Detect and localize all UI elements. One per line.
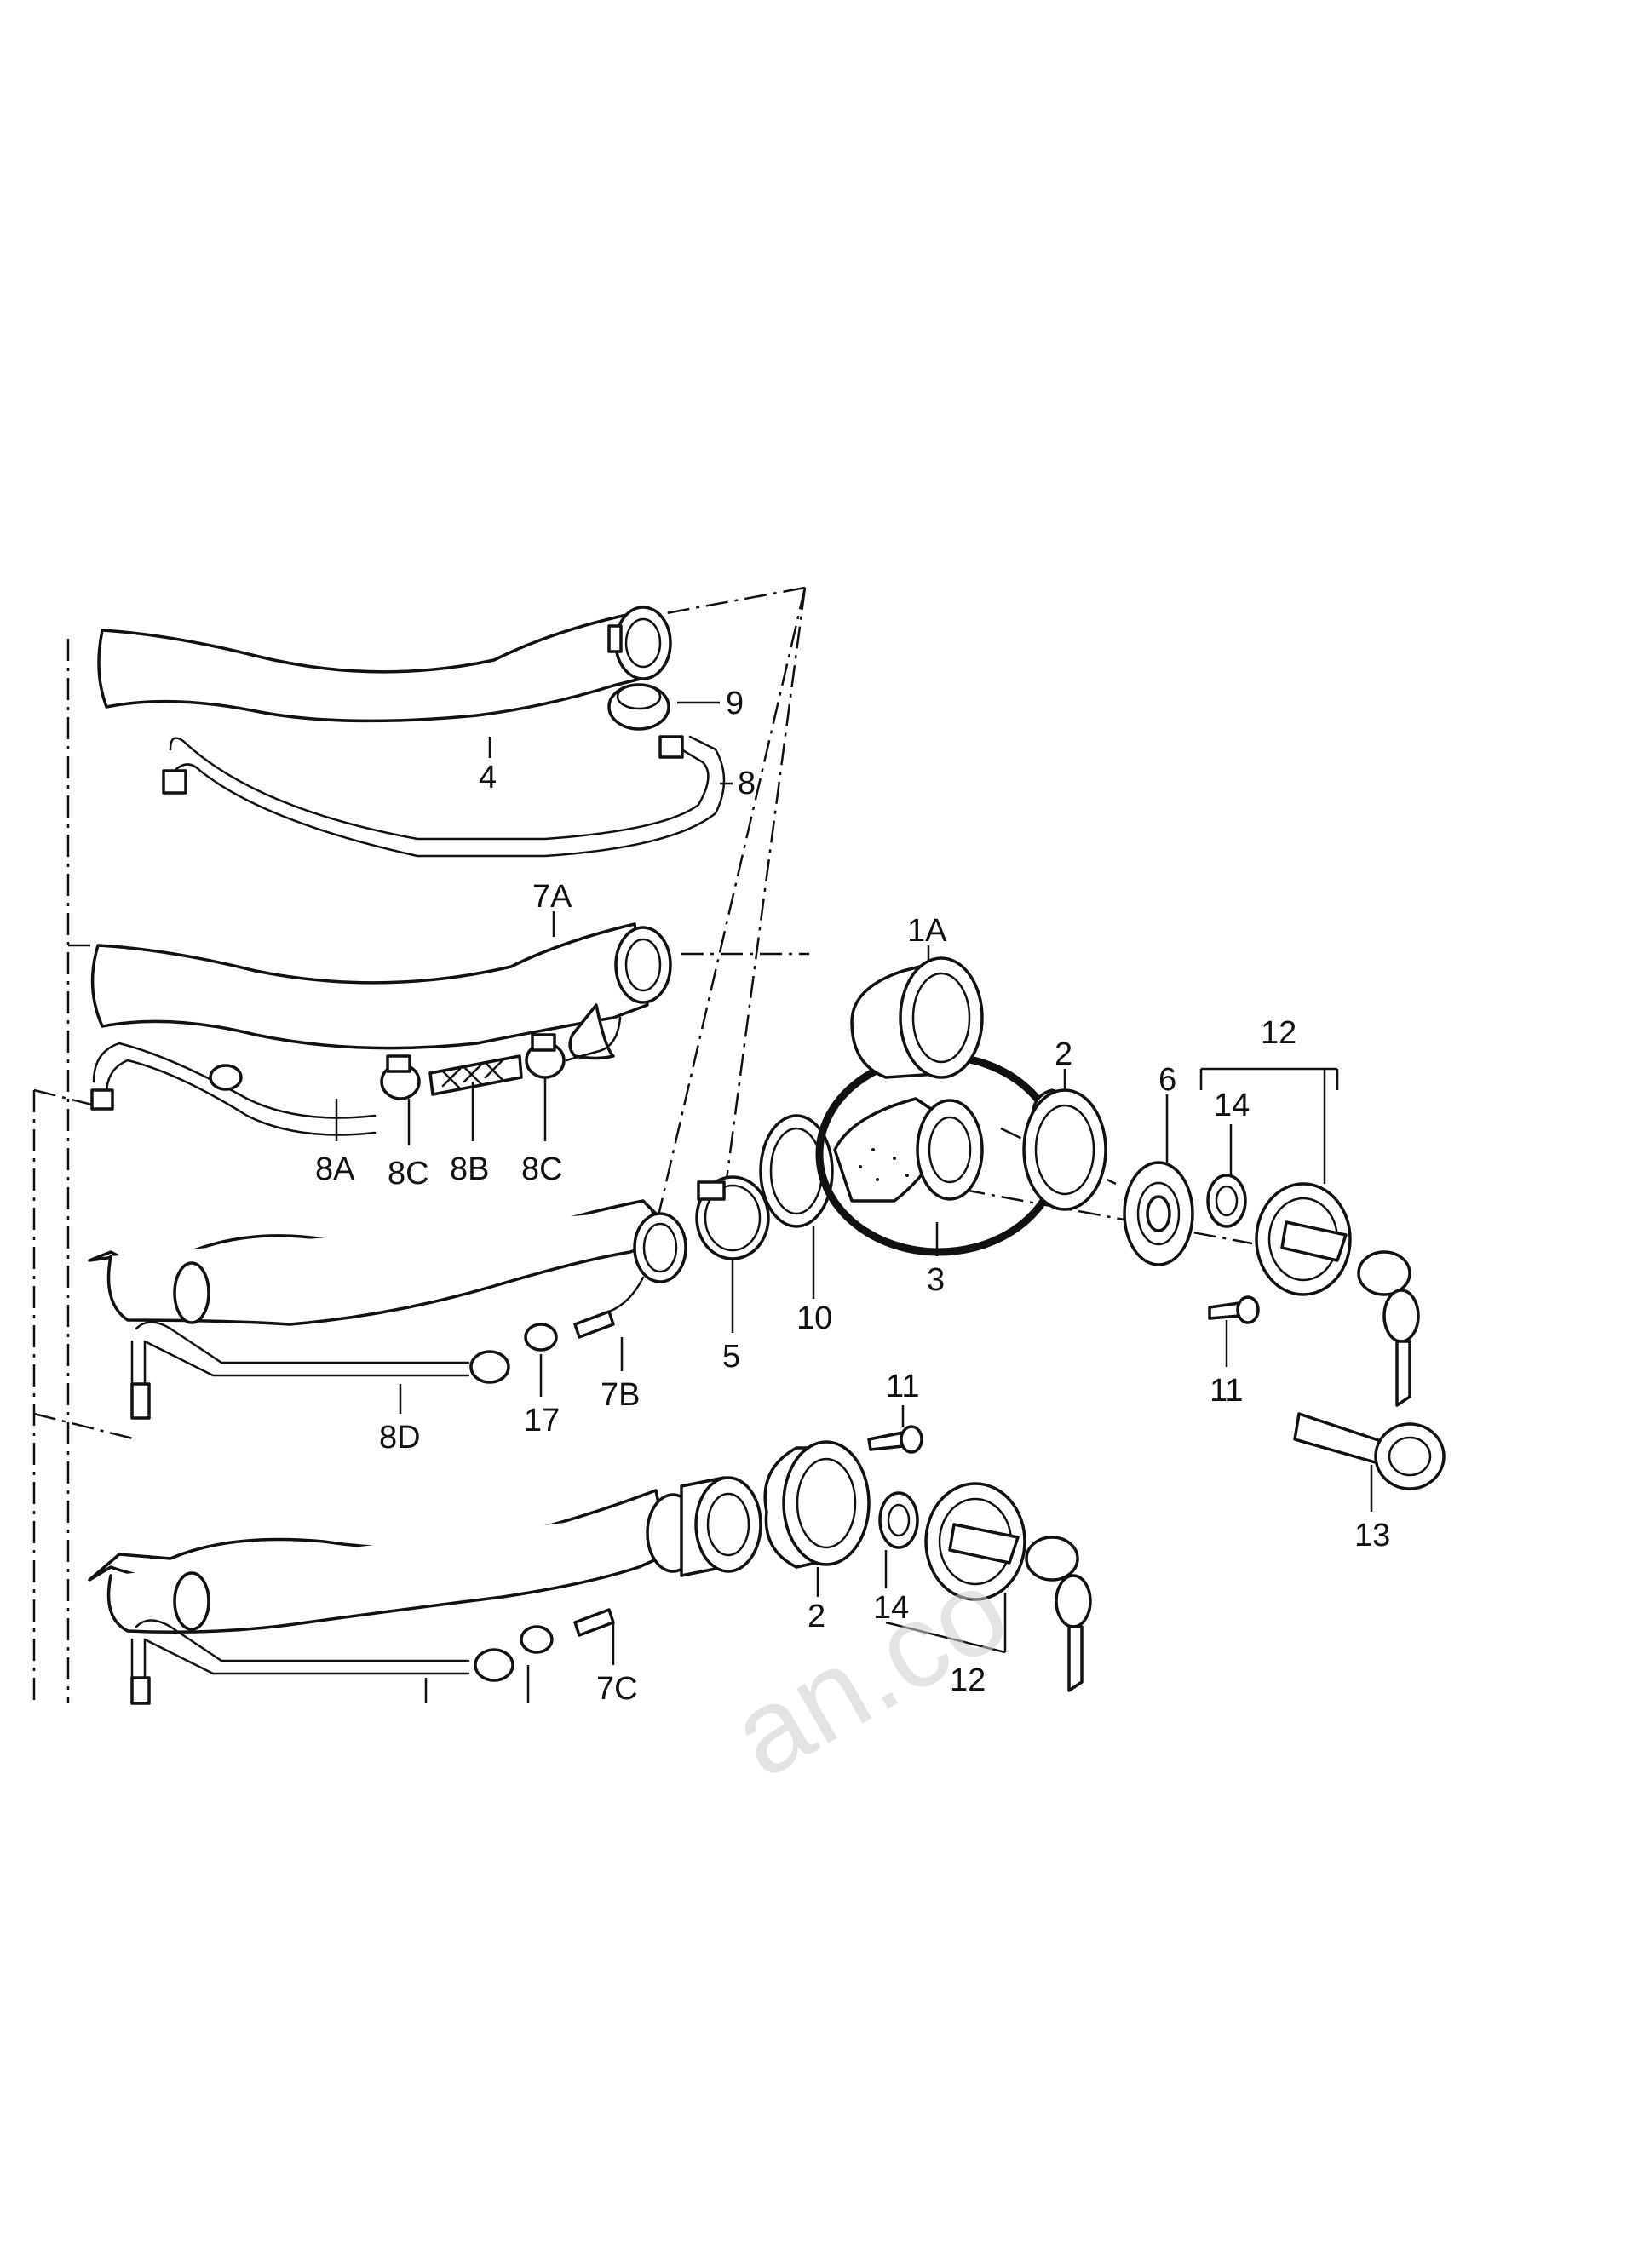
label-1A: 1A xyxy=(907,913,947,949)
label-7C: 7C xyxy=(596,1671,638,1707)
washer-14-bottom xyxy=(878,1491,919,1549)
clamp-8C-right xyxy=(525,1033,566,1079)
hose-8A xyxy=(90,1042,377,1136)
flange-6 xyxy=(1123,1161,1194,1266)
pipe-end-7B xyxy=(573,1276,645,1339)
neck-2-bottom xyxy=(763,1440,871,1569)
label-9: 9 xyxy=(726,686,744,721)
label-7A: 7A xyxy=(532,879,572,915)
label-8C-right: 8C xyxy=(521,1151,563,1187)
label-13: 13 xyxy=(1354,1518,1390,1553)
label-2-bottom: 2 xyxy=(808,1599,825,1634)
label-6: 6 xyxy=(1158,1062,1176,1098)
label-2-top: 2 xyxy=(1055,1036,1072,1072)
line-8D xyxy=(130,1321,510,1420)
breather-hose-8 xyxy=(162,735,726,858)
filler-pipe-4 xyxy=(97,606,672,723)
label-8A: 8A xyxy=(315,1151,355,1187)
neck-2 xyxy=(1022,1088,1107,1211)
label-12-bottom: 12 xyxy=(950,1662,986,1698)
filler-pipe-7C xyxy=(88,1489,700,1634)
key-13 xyxy=(1293,1412,1446,1490)
gasket-10 xyxy=(759,1114,834,1228)
label-8B: 8B xyxy=(450,1151,489,1187)
label-7B: 7B xyxy=(601,1377,640,1413)
label-8C-left: 8C xyxy=(388,1156,429,1191)
key-12-top xyxy=(1357,1250,1420,1407)
screw-11-bottom xyxy=(867,1425,923,1454)
adapter-7C xyxy=(680,1476,762,1577)
insert-3 xyxy=(833,1097,984,1203)
label-10: 10 xyxy=(796,1301,832,1336)
line-7C xyxy=(130,1608,615,1705)
clamp-5 xyxy=(695,1175,770,1260)
label-14-bottom: 14 xyxy=(873,1590,909,1626)
hose-elbow-7A xyxy=(565,1016,622,1062)
key-12-bottom xyxy=(1025,1536,1092,1692)
locking-cap-12-top xyxy=(1255,1182,1352,1296)
filler-pipe-7B xyxy=(88,1199,687,1326)
filler-pipe-7A xyxy=(90,922,672,1060)
hose-8B xyxy=(428,1054,523,1096)
label-11-top: 11 xyxy=(1210,1373,1243,1409)
connector-17 xyxy=(524,1323,558,1352)
cap-9 xyxy=(607,683,670,731)
label-11-bottom: 11 xyxy=(886,1369,919,1404)
leader-lines xyxy=(335,701,1373,1703)
label-14-top: 14 xyxy=(1214,1088,1250,1123)
label-4: 4 xyxy=(479,760,497,795)
clamp-8C-left xyxy=(380,1054,421,1100)
label-5: 5 xyxy=(722,1339,740,1375)
housing-1A xyxy=(850,956,984,1079)
label-12-top: 12 xyxy=(1261,1015,1296,1051)
screw-11-top xyxy=(1208,1295,1260,1324)
locking-cap-12-bottom xyxy=(924,1482,1026,1601)
label-8D: 8D xyxy=(379,1420,421,1456)
washer-14-top xyxy=(1206,1174,1247,1228)
label-3: 3 xyxy=(927,1262,945,1298)
label-17: 17 xyxy=(524,1403,560,1438)
part-labels: 4 9 8 7A 8A 8C 8B 8C 1A 2 6 12 14 3 5 10… xyxy=(315,686,1390,1707)
label-8: 8 xyxy=(738,766,756,801)
